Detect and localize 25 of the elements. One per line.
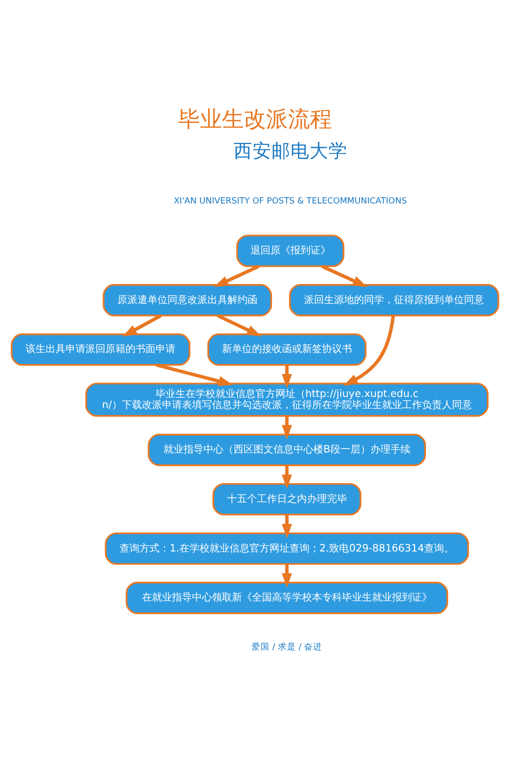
arrow [282,514,292,538]
arrow [321,264,368,288]
arrow [122,314,162,337]
diagram-title: 毕业生改派流程 [178,106,332,132]
label: 西安邮电大学 [233,140,348,162]
arrow [343,316,395,386]
node-box: 派回生源地的同学，征得原报到单位同意 [289,284,500,316]
node-box: 十五个工作日之内办理完毕 [212,483,362,516]
node-box: 原派遣单位同意改派出具解约函 [102,284,272,316]
node-box: 查询方式：1.在学校就业信息官方网址查询；2.致电029-88166314查询。 [104,532,469,565]
arrow [282,465,292,490]
node-box: 毕业生在学校就业信息官方网址（http://jiuye.xupt.edu.cn/）下载改派申请表填写信息并勾选改派，征得所在学院毕业生就业工作负责人同意 [85,382,489,417]
node-box: 新单位的接收函或新签协议书 [207,333,366,366]
arrow [156,363,233,386]
node-box: 该生出具申请派回原籍的书面申请 [10,333,190,366]
arrow [282,564,292,588]
node-box: 在就业指导中心领取新《全国高等学校本专科毕业生就业报到证》 [126,582,448,614]
label: 爱国 / 求是 / 奋进 [252,642,322,652]
arrow [214,264,260,288]
arrow [282,364,292,388]
node-box: 退回原《报到证》 [236,234,344,268]
label: XI'AN UNIVERSITY OF POSTS & TELECOMMUNICATIONS [174,196,407,207]
arrow [217,314,262,336]
node-box: 就业指导中心（西区图文信息中心楼B段一层）办理手续 [148,434,426,466]
arrow [282,416,292,440]
